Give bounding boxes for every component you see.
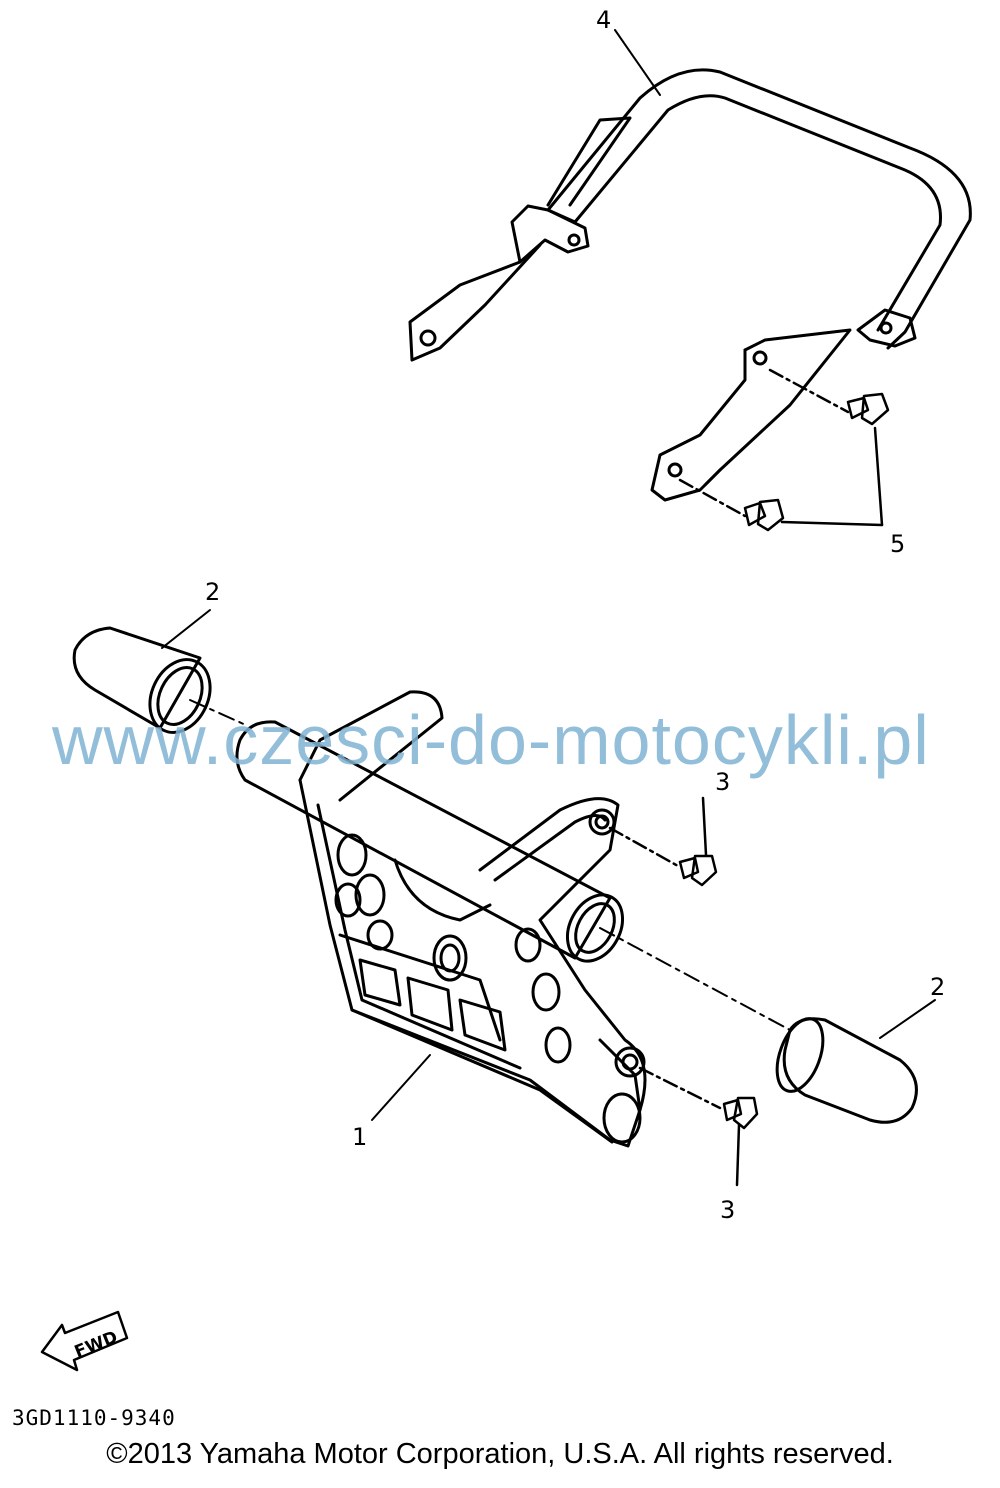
callout-part-1: 1 xyxy=(352,1123,368,1151)
callout-part-2-upper: 2 xyxy=(205,578,221,606)
copyright-notice: ©2013 Yamaha Motor Corporation, U.S.A. A… xyxy=(106,1438,894,1470)
leader-lines xyxy=(161,29,936,1121)
callout-part-3-upper: 3 xyxy=(715,768,731,796)
end-cap-right-part-2 xyxy=(775,1017,918,1124)
callout-part-2-lower: 2 xyxy=(930,973,946,1001)
bolt-part-5 xyxy=(678,368,890,532)
callout-part-5: 5 xyxy=(890,530,906,558)
fwd-label: FWD xyxy=(72,1327,121,1362)
callout-part-3-lower: 3 xyxy=(720,1196,736,1224)
diagram-code: 3GD1110-9340 xyxy=(12,1406,176,1430)
axle-centerline xyxy=(189,699,791,1031)
fwd-arrow-icon xyxy=(40,1310,129,1372)
bolt-part-3 xyxy=(608,796,759,1187)
grab-bar-part-4 xyxy=(408,68,972,502)
watermark: www.czesci-do-motocykli.pl xyxy=(52,701,930,779)
bracket-part-1 xyxy=(235,690,647,1148)
callout-part-4: 4 xyxy=(596,6,612,34)
